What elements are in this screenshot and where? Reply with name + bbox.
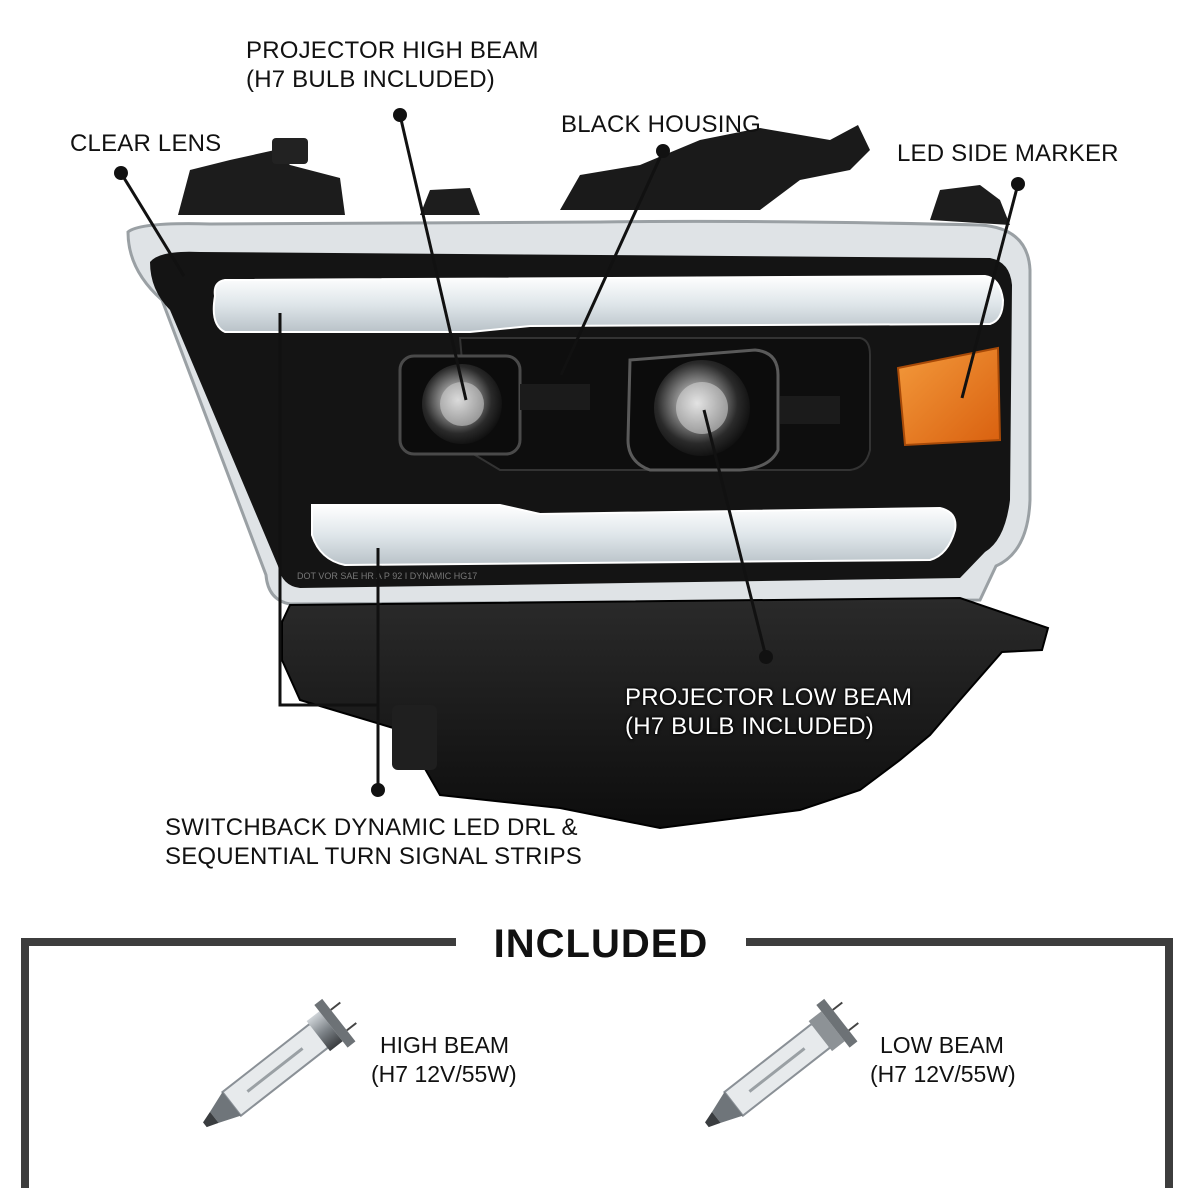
low-beam-projector <box>626 348 840 472</box>
low-beam-bulb-icon <box>705 998 859 1128</box>
upper-drl-strip <box>212 274 1005 333</box>
drl-label: SWITCHBACK DYNAMIC LED DRL & SEQUENTIAL … <box>165 814 582 870</box>
included-title: INCLUDED <box>456 916 746 972</box>
lens-markings: DOT VOR SAE HR A P 92 I DYNAMIC HG17 <box>297 571 477 581</box>
side-marker-label: LED SIDE MARKER <box>897 140 1119 167</box>
clear-lens-label: CLEAR LENS <box>70 130 222 157</box>
black-housing-label: BLACK HOUSING <box>561 111 761 138</box>
high-beam-projector <box>398 354 590 456</box>
high-beam-label: PROJECTOR HIGH BEAM (H7 BULB INCLUDED) <box>246 37 539 93</box>
low-beam-label: PROJECTOR LOW BEAM (H7 BULB INCLUDED) <box>625 684 913 740</box>
drl-leader <box>278 313 385 797</box>
rear-mounting-brackets <box>178 125 1010 225</box>
led-side-marker <box>896 346 1002 447</box>
headlight-illustration: DOT VOR SAE HR A P 92 I DYNAMIC HG17 <box>114 108 1050 830</box>
callout-leaders <box>114 108 1025 664</box>
low-beam-bulb-label: LOW BEAM (H7 12V/55W) <box>870 1032 1016 1087</box>
lower-drl-strip <box>311 504 957 567</box>
high-beam-bulb-icon <box>203 998 357 1128</box>
high-beam-bulb-label: HIGH BEAM (H7 12V/55W) <box>371 1032 517 1087</box>
